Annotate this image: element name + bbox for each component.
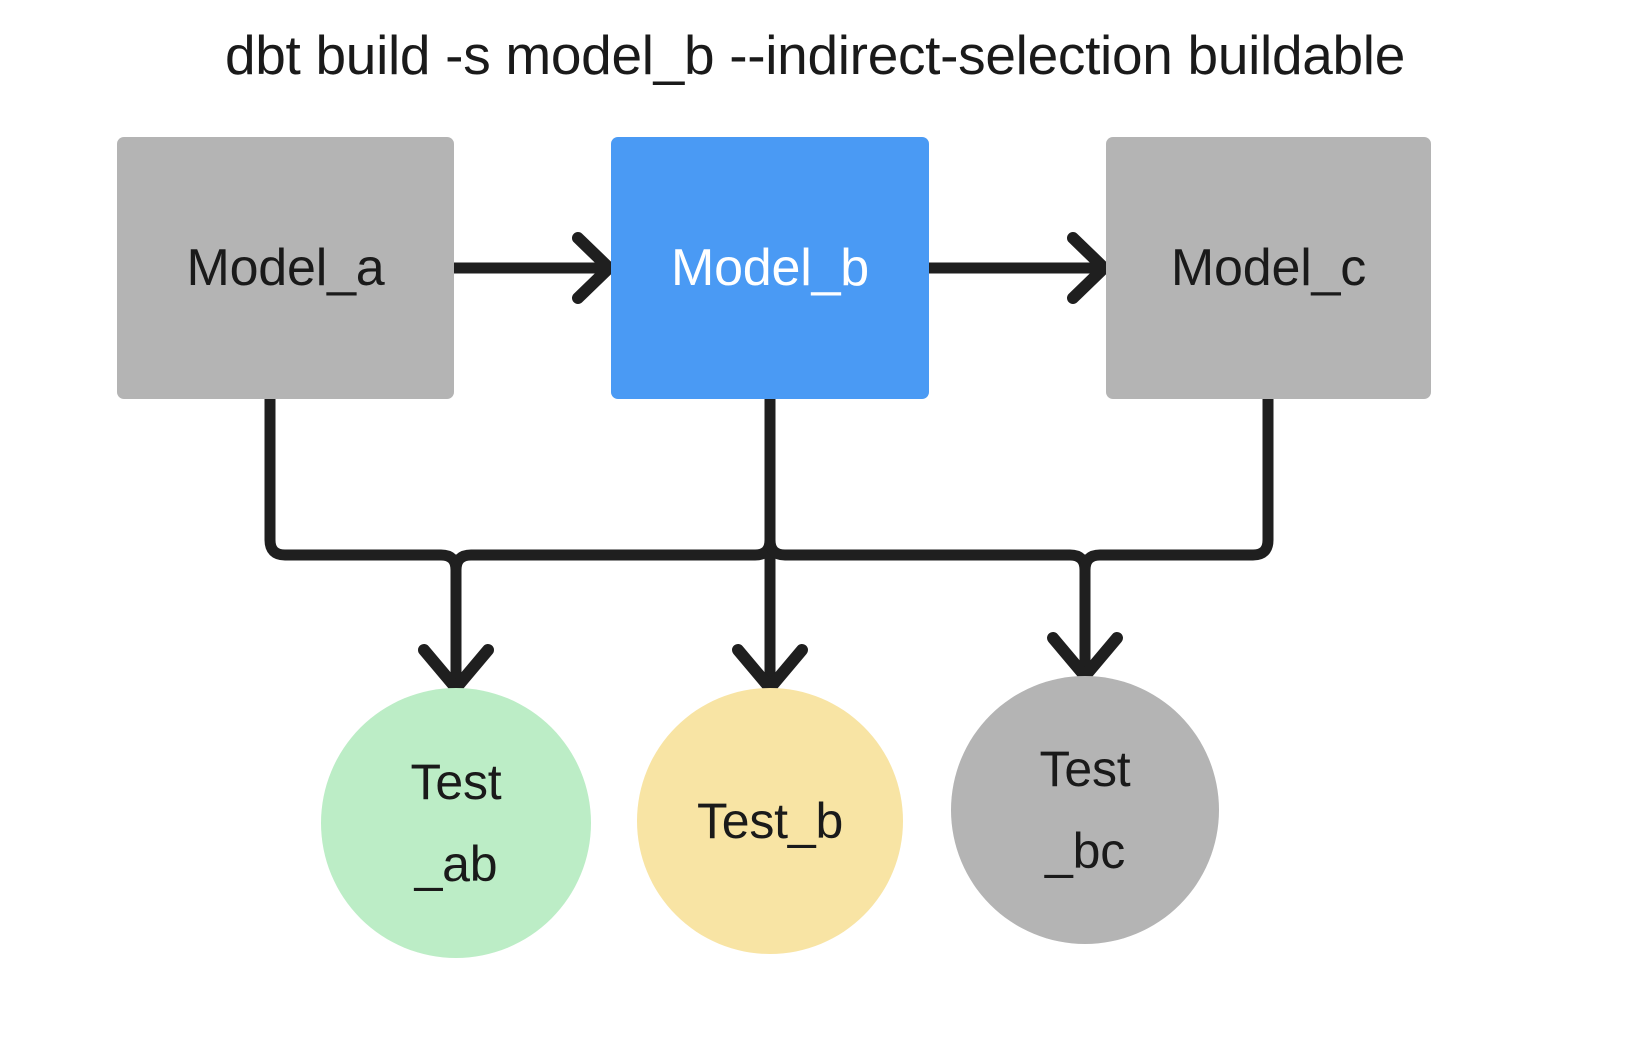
node-model-b-label: Model_b	[670, 239, 870, 297]
page-title: dbt build -s model_b --indirect-selectio…	[224, 24, 1406, 86]
node-test-bc-label-line1: Test	[1039, 741, 1131, 797]
node-test-b[interactable]: Test_b	[637, 688, 903, 954]
node-test-bc-label-line2: _bc	[1044, 823, 1125, 879]
node-model-b[interactable]: Model_b	[611, 137, 929, 399]
node-test-ab-label-line2: _ab	[414, 836, 498, 892]
edge-model-b-to-test-b	[732, 399, 808, 694]
edge-model-c-to-test-bc	[1079, 399, 1274, 571]
node-test-ab-label-line1: Test	[410, 754, 502, 810]
edge-model-a-to-test-ab	[264, 399, 494, 694]
edge-model-a-to-model-b	[433, 232, 615, 304]
edge-model-b-to-test-bc	[764, 399, 1123, 682]
node-model-a-label: Model_a	[186, 239, 385, 297]
node-model-c-label: Model_c	[1170, 239, 1367, 297]
node-test-bc[interactable]: Test _bc	[951, 676, 1219, 944]
node-model-c[interactable]: Model_c	[1106, 137, 1431, 399]
edge-model-b-to-test-ab	[450, 399, 776, 571]
node-model-a[interactable]: Model_a	[117, 137, 454, 399]
edge-model-b-to-model-c	[929, 232, 1110, 304]
node-test-ab[interactable]: Test _ab	[321, 688, 591, 958]
node-test-b-label-line1: Test_b	[696, 793, 844, 849]
